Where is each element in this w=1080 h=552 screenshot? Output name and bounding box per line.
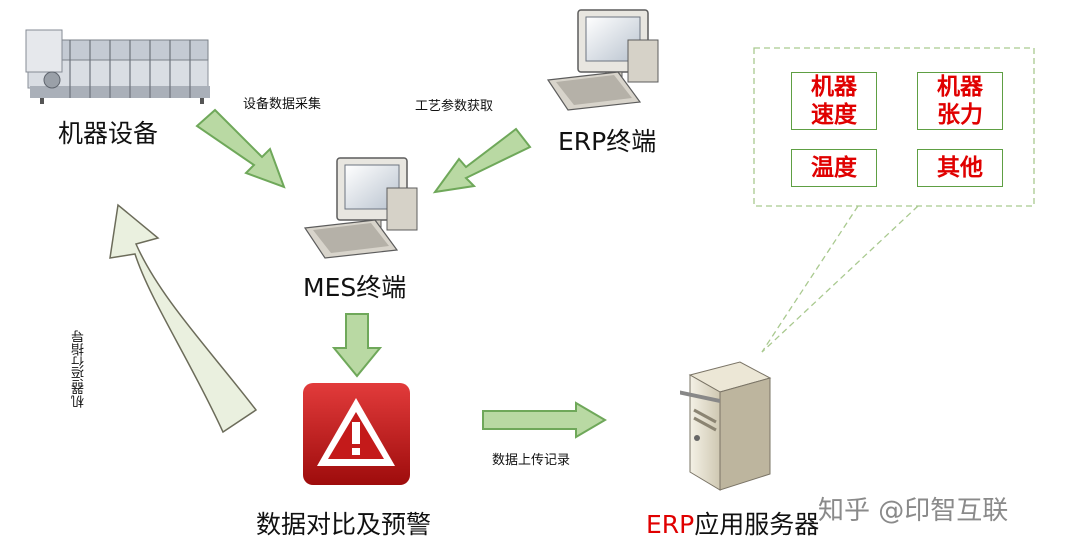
arrow-warning-to-server: [482, 401, 607, 439]
param-other: 其他: [917, 149, 1003, 187]
upload-label: 数据上传记录: [492, 453, 571, 468]
param-machine-tension: 机器 张力: [917, 72, 1003, 130]
machine-equipment-label: 机器设备: [58, 119, 159, 148]
param-machine-speed-line2: 速度: [811, 102, 857, 128]
erp-server-label: ERP应用服务器: [646, 505, 819, 541]
param-machine-speed-line1: 机器: [811, 74, 857, 100]
param-machine-tension-line1: 机器: [937, 74, 983, 100]
arrow-erp-to-mes: [432, 127, 532, 194]
erp-terminal-computer-image: [546, 9, 659, 111]
collect-label: 设备数据采集: [243, 97, 322, 112]
mes-terminal-computer-image: [303, 157, 418, 259]
erp-server-label-prefix: ERP: [646, 510, 695, 539]
mes-terminal-label: MES终端: [303, 273, 407, 302]
arrow-machine-to-mes: [195, 108, 286, 189]
param-machine-speed: 机器 速度: [791, 72, 877, 130]
process-params-label: 工艺参数获取: [415, 99, 494, 114]
erp-terminal-label: ERP终端: [558, 127, 657, 156]
params-callout: [753, 47, 1035, 353]
printing-machine-image: [25, 29, 210, 104]
warning-sign-image: [303, 383, 410, 485]
param-machine-tension-line2: 张力: [937, 102, 983, 128]
param-temperature: 温度: [791, 149, 877, 187]
erp-server-image: [680, 361, 772, 491]
arrow-guidance-to-machine: [109, 203, 258, 434]
compare-warning-label: 数据对比及预警: [256, 510, 432, 539]
erp-server-label-suffix: 应用服务器: [694, 510, 820, 539]
guidance-label: 机器运行指导: [72, 330, 87, 408]
zhihu-watermark: 知乎 @印智互联: [818, 496, 1009, 526]
arrow-mes-to-warning: [331, 313, 383, 378]
